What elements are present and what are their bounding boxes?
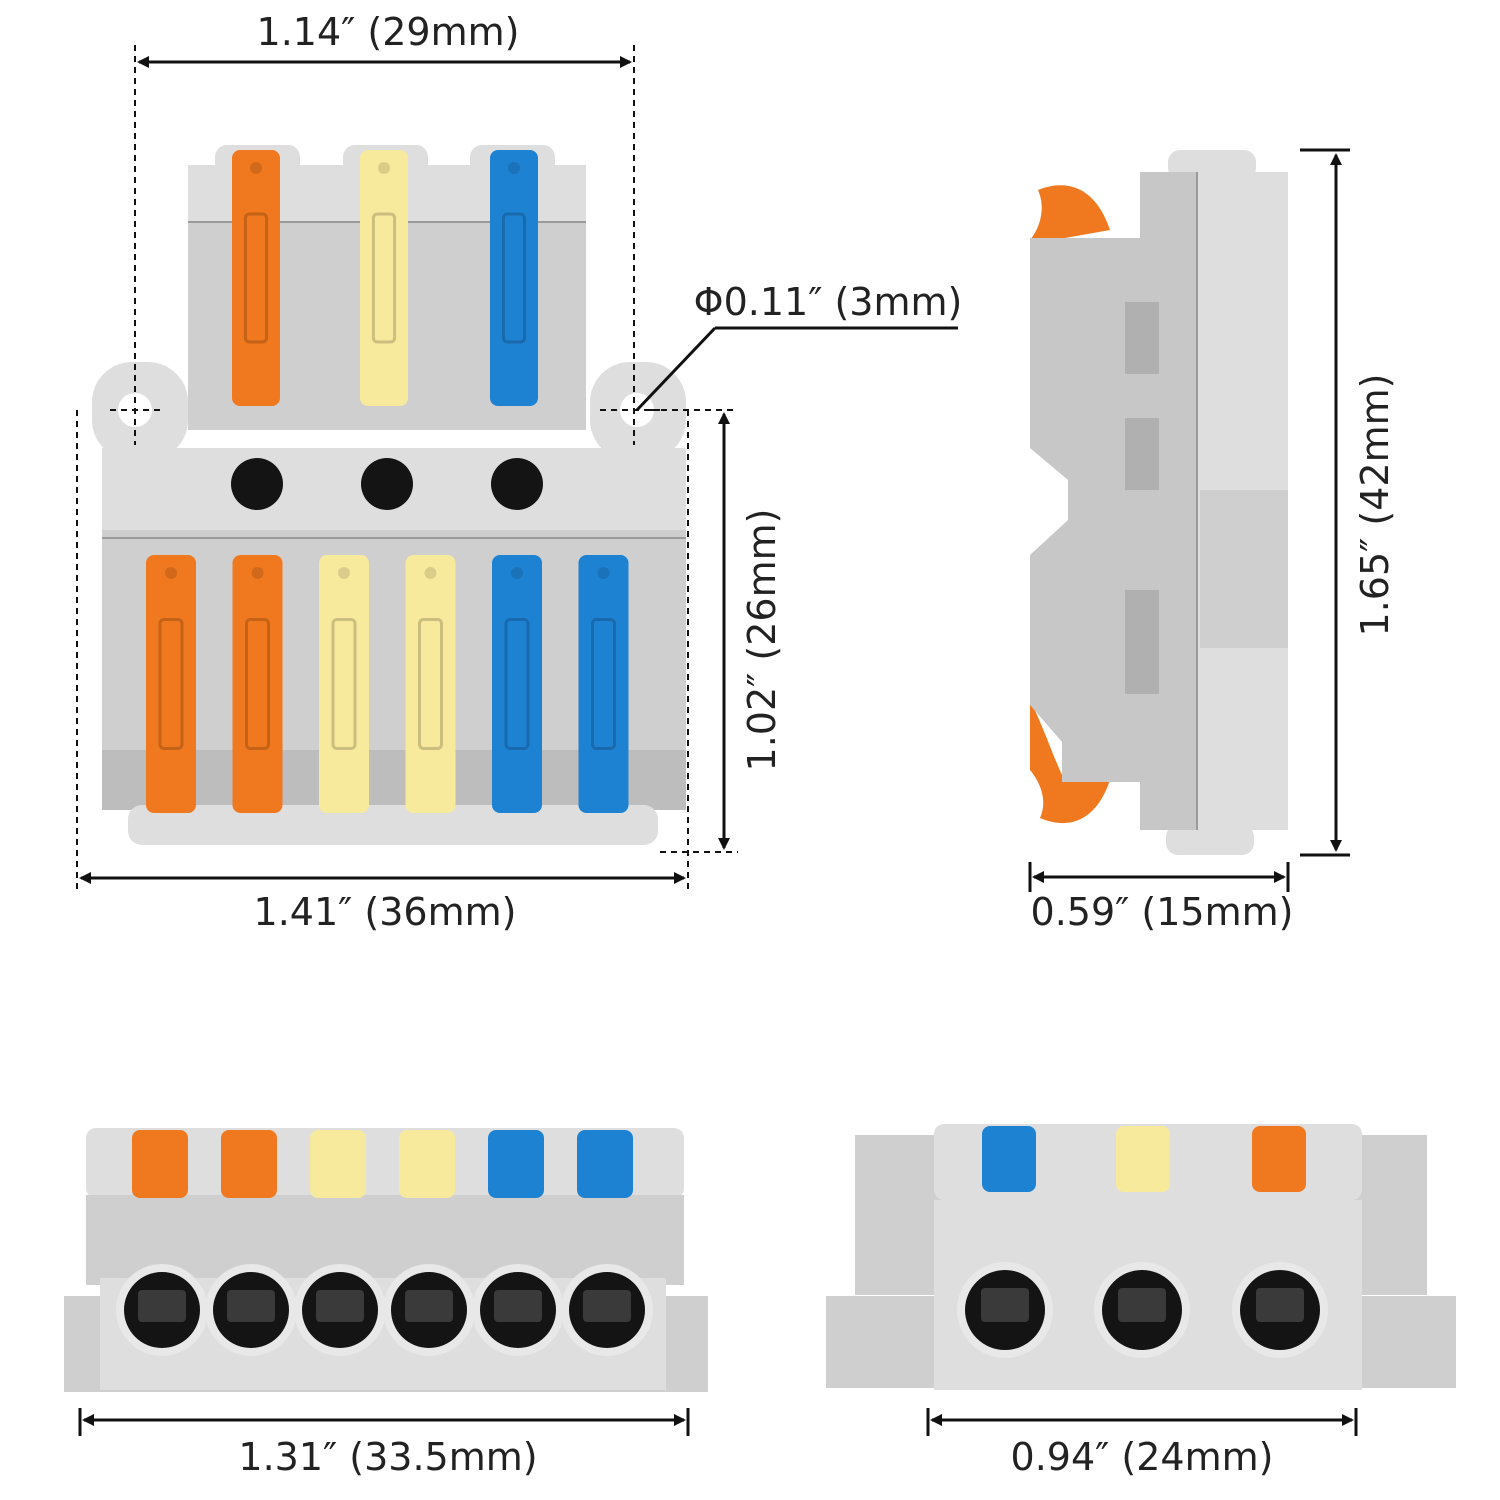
lever-cap-yellow[interactable] <box>399 1130 455 1198</box>
output-end-view <box>64 1128 708 1392</box>
front-wire-holes <box>231 458 543 510</box>
top-width-label: 1.14″ (29mm) <box>257 10 520 54</box>
lever-blue[interactable] <box>490 150 538 406</box>
side-dimensions: 1.65″ (42mm) 0.59″ (15mm) <box>1028 148 1397 934</box>
input-end-view <box>826 1124 1456 1390</box>
input-width-label: 0.94″ (24mm) <box>1011 1435 1274 1479</box>
side-view <box>1030 150 1288 855</box>
input-dimensions: 0.94″ (24mm) <box>926 1408 1358 1479</box>
wire-port <box>957 1262 1053 1358</box>
lever-cap-blue[interactable] <box>982 1126 1036 1192</box>
wire-hole <box>231 458 283 510</box>
wire-port <box>472 1264 564 1356</box>
lever-cap-blue[interactable] <box>577 1130 633 1198</box>
bottom-width-label: 1.41″ (36mm) <box>254 890 517 934</box>
side-lever-top <box>1030 185 1110 330</box>
front-top-levers <box>232 150 538 406</box>
input-levers <box>982 1126 1306 1192</box>
wire-port <box>294 1264 386 1356</box>
lever-cap-yellow[interactable] <box>310 1130 366 1198</box>
front-view <box>92 145 686 845</box>
lever-orange[interactable] <box>232 150 280 406</box>
lever-yellow[interactable] <box>360 150 408 406</box>
wire-port <box>1232 1262 1328 1358</box>
wire-port <box>561 1264 653 1356</box>
wire-port <box>205 1264 297 1356</box>
lever-orange[interactable] <box>146 555 196 813</box>
lever-cap-orange[interactable] <box>1252 1126 1306 1192</box>
output-dimensions: 1.31″ (33.5mm) <box>78 1408 690 1479</box>
lever-orange[interactable] <box>232 555 283 813</box>
wire-hole <box>491 458 543 510</box>
wire-port <box>116 1264 208 1356</box>
hole-diameter-label: Φ0.11″ (3mm) <box>694 280 963 324</box>
lever-cap-orange[interactable] <box>221 1130 277 1198</box>
wire-hole <box>361 458 413 510</box>
wire-port <box>1094 1262 1190 1358</box>
side-height-label: 1.65″ (42mm) <box>1353 374 1397 637</box>
side-housing <box>1030 172 1198 830</box>
front-bottom-levers <box>146 555 629 813</box>
front-height-label: 1.02″ (26mm) <box>740 509 784 772</box>
output-ports <box>116 1264 653 1356</box>
front-dimensions: 1.14″ (29mm) Φ0.11″ (3mm) 1.02″ (26mm) 1… <box>76 10 963 934</box>
lever-cap-yellow[interactable] <box>1116 1126 1170 1192</box>
lever-yellow[interactable] <box>319 555 369 813</box>
output-levers <box>132 1130 633 1198</box>
lever-blue[interactable] <box>492 555 542 813</box>
lever-blue[interactable] <box>578 555 629 813</box>
side-lever-bottom <box>1030 700 1110 824</box>
wire-port <box>383 1264 475 1356</box>
lever-cap-blue[interactable] <box>488 1130 544 1198</box>
input-ports <box>957 1262 1328 1358</box>
output-width-label: 1.31″ (33.5mm) <box>238 1435 537 1479</box>
side-depth-label: 0.59″ (15mm) <box>1031 890 1294 934</box>
lever-cap-orange[interactable] <box>132 1130 188 1198</box>
lever-yellow[interactable] <box>405 555 456 813</box>
